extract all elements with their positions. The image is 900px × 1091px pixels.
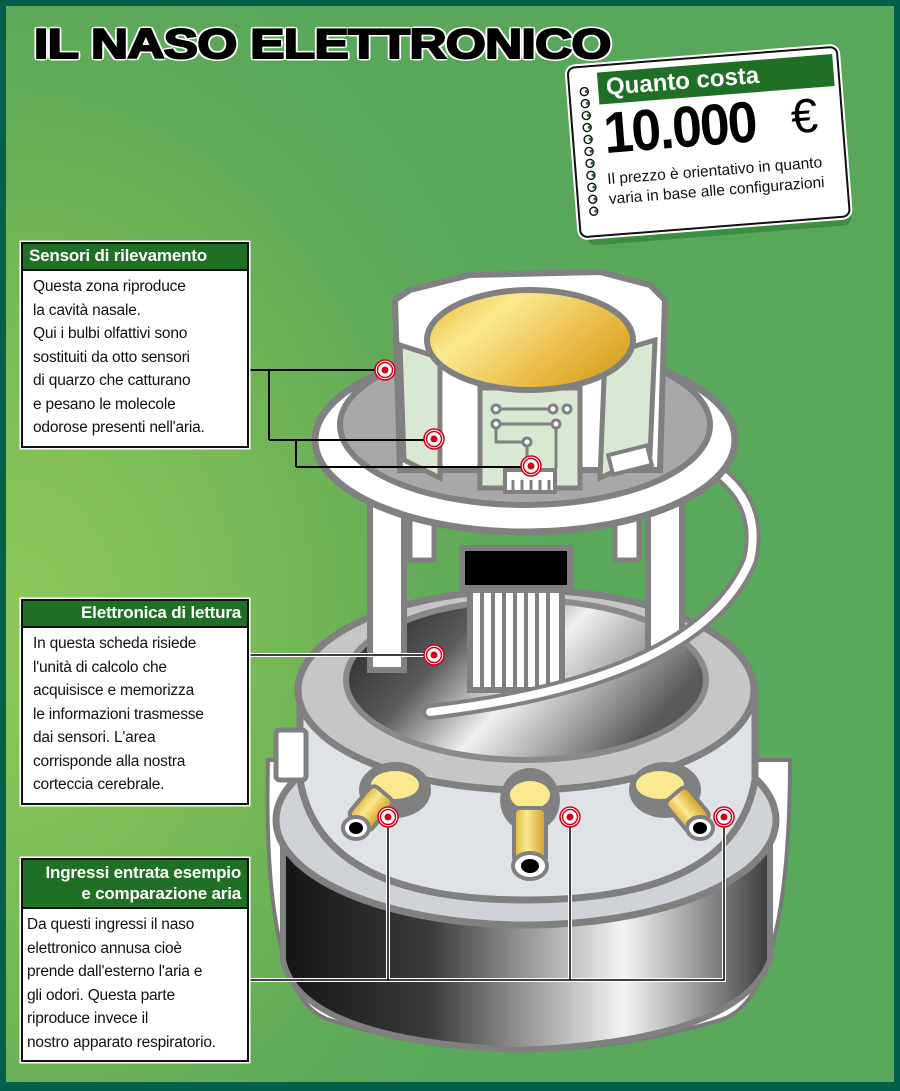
spiral-binding-icon <box>579 86 599 216</box>
callout-line: acquisisce e memorizza <box>33 682 194 699</box>
price-amount: 10.000 <box>601 89 758 167</box>
callout-header: Sensori di rilevamento <box>23 244 247 271</box>
callout-line: l'unità di calcolo che <box>33 658 167 676</box>
electronic-nose-illustration <box>246 268 793 1054</box>
callout-body: Questa zona riproduce la cavità nasale. … <box>23 271 247 446</box>
price-card: Quanto costa 10.000 € Il prezzo è orient… <box>566 45 852 247</box>
callout-line: Da questi ingressi il naso <box>27 916 195 933</box>
price-card-body: Quanto costa 10.000 € Il prezzo è orient… <box>566 45 852 239</box>
callout-header-line: Ingressi entrata esempio <box>45 863 242 882</box>
callout-line: elettronico annusa cioè <box>27 939 182 957</box>
euro-icon: € <box>788 89 820 145</box>
marker-sensor-2 <box>423 428 445 450</box>
marker-inlet-left <box>377 806 399 828</box>
callout-body: In questa scheda risiede l'unità di calc… <box>23 628 247 803</box>
callout-line: Qui i bulbi olfattivi sono <box>33 325 188 342</box>
callout-line: di quarzo che catturano <box>33 372 191 389</box>
callout-ingressi: Ingressi entrata esempio e comparazione … <box>21 858 249 1062</box>
inlet-left <box>341 762 431 841</box>
callout-line: dai sensori. L'area <box>33 729 156 746</box>
callout-line: la cavità nasale. <box>33 301 141 319</box>
callout-line: riproduce invece il <box>27 1010 149 1027</box>
callout-header: Elettronica di lettura <box>23 601 247 628</box>
page-title: IL NASO ELETTRONICO <box>33 19 613 68</box>
callout-line: le informazioni trasmesse <box>33 705 204 723</box>
callout-line: prende dall'esterno l'aria e <box>27 963 203 980</box>
callout-body: Da questi ingressi il naso elettronico a… <box>23 909 247 1060</box>
callout-line: odorose presenti nell'aria. <box>33 419 205 436</box>
callout-line: gli odori. Questa parte <box>27 986 175 1004</box>
marker-inlet-right <box>713 806 735 828</box>
callout-elettronica: Elettronica di lettura In questa scheda … <box>21 599 249 805</box>
callout-line: Questa zona riproduce <box>33 278 186 295</box>
callout-line: corrisponde alla nostra <box>33 752 186 770</box>
callout-line: sostituiti da otto sensori <box>33 348 190 366</box>
callout-line: nostro apparato respiratorio. <box>27 1033 216 1051</box>
infographic-canvas: IL NASO ELETTRONICO Quanto costa <box>6 6 894 1082</box>
callout-header: Ingressi entrata esempio e comparazione … <box>23 860 247 909</box>
inlet-center <box>500 768 560 881</box>
callout-header-line: e comparazione aria <box>81 884 241 903</box>
inlet-right <box>629 762 715 841</box>
callout-line: In questa scheda risiede <box>33 635 197 652</box>
callout-line: e pesano le molecole <box>33 395 176 413</box>
marker-sensor-1 <box>374 359 396 381</box>
marker-electronics <box>423 644 445 666</box>
marker-sensor-3 <box>520 455 542 477</box>
callout-line: corteccia cerebrale. <box>33 776 165 793</box>
callout-sensori: Sensori di rilevamento Questa zona ripro… <box>21 242 249 448</box>
marker-inlet-center <box>559 806 581 828</box>
